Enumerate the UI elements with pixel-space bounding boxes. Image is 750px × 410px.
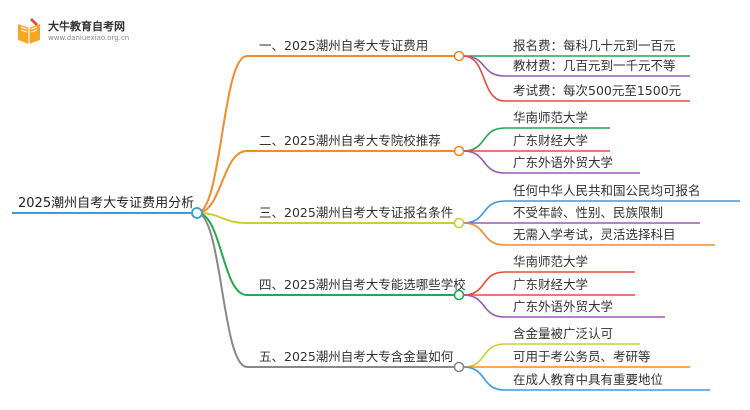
branch-topic: 三、2025潮州自考大专证报名条件 [259,205,454,220]
leaf-topic: 可用于考公务员、考研等 [513,349,651,364]
branch-node-circle [453,217,465,229]
branch-node-circle [453,361,465,373]
leaf-topic: 华南师范大学 [513,110,589,125]
leaf-connector [462,294,506,318]
branch-connector [196,212,248,296]
branch-node-circle [453,145,465,157]
leaf-topic: 考试费：每次500元至1500元 [513,83,682,98]
leaf-topic: 广东财经大学 [513,277,589,292]
leaf-topic: 无需入学考试，灵活选择科目 [513,227,676,242]
branch-topic: 二、2025潮州自考大专院校推荐 [259,133,441,148]
leaf-connector [462,343,506,368]
branch-connector [196,55,248,214]
branch-topic: 四、2025潮州自考大专能选哪些学校 [259,277,466,292]
leaf-topic: 广东外语外贸大学 [513,155,614,170]
branch-topic: 一、2025潮州自考大专证费用 [259,38,429,53]
book-pencil-icon [18,18,40,44]
branch-topic: 五、2025潮州自考大专含金量如何 [259,349,454,364]
leaf-connector [462,271,506,296]
branch-node-circle [453,289,465,301]
leaf-topic: 广东财经大学 [513,133,589,148]
leaf-connector [462,150,506,174]
leaf-connector [462,200,506,224]
leaf-topic: 广东外语外贸大学 [513,299,614,314]
leaf-topic: 含金量被广泛认可 [513,326,614,341]
leaf-connector [462,55,506,102]
logo-name: 大牛教育自考网 [48,20,125,33]
leaf-topic: 不受年龄、性别、民族限制 [513,205,664,220]
root-topic: 2025潮州自考大专证费用分析 [18,196,195,211]
leaf-connector [462,127,506,152]
branch-connector [196,212,248,368]
leaf-connector [462,222,506,246]
leaf-topic: 在成人教育中具有重要地位 [513,372,664,387]
leaf-topic: 任何中华人民共和国公民均可报名 [513,183,701,198]
leaf-topic: 教材费：几百元到一千元不等 [513,58,676,73]
logo-url: www.daniuexiao.org.cn [48,34,130,42]
root-node-circle [191,207,203,219]
site-logo: 大牛教育自考网 www.daniuexiao.org.cn [14,14,144,48]
leaf-topic: 华南师范大学 [513,254,589,269]
branch-node-circle [453,50,465,62]
leaf-connector [462,366,506,391]
leaf-connector [462,55,506,77]
leaf-topic: 报名费：每科几十元到一百元 [513,38,676,53]
branch-connector [196,150,248,214]
